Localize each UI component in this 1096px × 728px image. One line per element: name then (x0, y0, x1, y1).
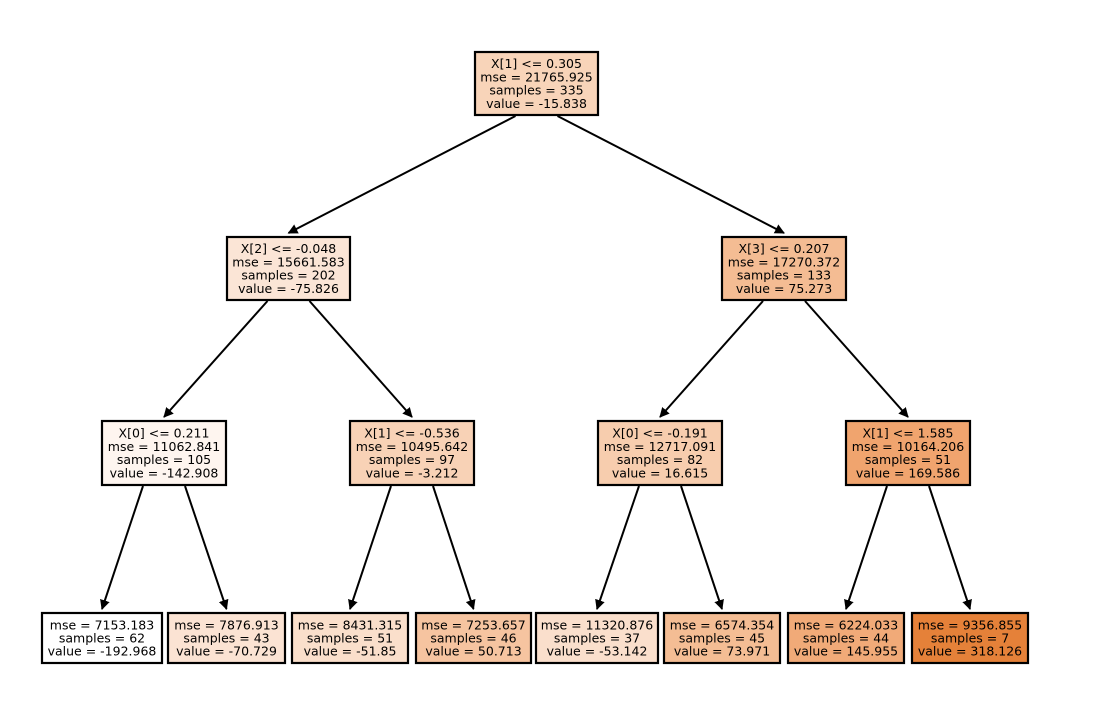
node-label-line: mse = 7253.657 (421, 617, 525, 632)
node-label-line: samples = 37 (554, 631, 640, 646)
node-label-line: value = 50.713 (425, 644, 521, 659)
node-label-line: value = -192.968 (48, 644, 157, 659)
node-label-line: value = 318.126 (918, 644, 1022, 659)
node-label-line: mse = 6574.354 (670, 617, 774, 632)
node-label-line: X[0] <= 0.211 (119, 426, 210, 441)
node-label-line: value = 16.615 (612, 465, 708, 480)
node-label-line: value = -3.212 (366, 465, 459, 480)
node-box (414, 611, 533, 665)
node-label-line: samples = 46 (430, 631, 516, 646)
node-box (166, 611, 287, 665)
node-label-line: value = 73.971 (674, 644, 770, 659)
node-box (786, 611, 906, 665)
node-label-line: X[1] <= 0.305 (491, 56, 582, 71)
node-label-line: mse = 17270.372 (728, 254, 840, 269)
node-label-line: samples = 105 (117, 452, 211, 467)
edge-n5-n6 (348, 485, 392, 610)
node-box (225, 235, 352, 302)
node-label-line: samples = 43 (183, 631, 269, 646)
node-label-line: mse = 10164.206 (852, 439, 964, 454)
edge-n1-n5 (308, 300, 413, 418)
node-box (290, 611, 410, 665)
edges-layer (100, 115, 972, 610)
node-label-line: mse = 9356.855 (918, 617, 1022, 632)
node-label-line: samples = 62 (59, 631, 145, 646)
node-label-line: mse = 21765.925 (480, 69, 592, 84)
edge-n12-n13 (844, 485, 888, 610)
node-label-line: value = -75.826 (238, 281, 339, 296)
edge-n12-n14 (928, 485, 972, 610)
node-box (844, 419, 972, 487)
node-label-line: mse = 8431.315 (298, 617, 402, 632)
node-label-line: mse = 15661.583 (232, 254, 344, 269)
node-box (662, 611, 782, 665)
edge-n8-n12 (804, 300, 909, 418)
edge-n2-n3 (100, 485, 144, 610)
node-label-line: mse = 7153.183 (50, 617, 154, 632)
node-label-line: mse = 11320.876 (541, 617, 653, 632)
node-label-line: value = -53.142 (547, 644, 648, 659)
node-label-line: samples = 335 (489, 83, 583, 98)
node-box (40, 611, 164, 665)
node-box (534, 611, 660, 665)
node-label-line: samples = 133 (737, 268, 831, 283)
node-label-line: samples = 45 (679, 631, 765, 646)
node-label-line: X[1] <= -0.536 (364, 426, 460, 441)
node-label-line: mse = 7876.913 (174, 617, 278, 632)
node-box (100, 419, 228, 487)
node-box (473, 50, 600, 117)
edge-n9-n10 (595, 485, 640, 610)
node-label-line: samples = 7 (931, 631, 1009, 646)
node-label-line: samples = 202 (241, 268, 335, 283)
node-label-line: X[0] <= -0.191 (612, 426, 707, 441)
node-label-line: samples = 51 (307, 631, 393, 646)
node-label-line: value = 75.273 (736, 281, 832, 296)
edge-n5-n7 (432, 485, 476, 610)
node-label-line: X[1] <= 1.585 (863, 426, 954, 441)
node-label-line: samples = 44 (803, 631, 889, 646)
node-label-line: value = -51.85 (304, 644, 397, 659)
node-box (910, 611, 1030, 665)
node-box (720, 235, 848, 302)
edge-n0-n8 (557, 115, 785, 234)
node-label-line: value = -15.838 (486, 96, 587, 111)
edge-n1-n2 (163, 300, 269, 418)
edge-n9-n11 (680, 485, 724, 610)
node-label-line: value = -142.908 (110, 465, 219, 480)
node-label-line: mse = 10495.642 (356, 439, 468, 454)
node-label-line: X[2] <= -0.048 (241, 241, 337, 256)
node-label-line: value = 169.586 (856, 465, 960, 480)
edge-n0-n1 (287, 115, 516, 234)
node-label-line: samples = 82 (617, 452, 703, 467)
node-label-line: mse = 12717.091 (604, 439, 716, 454)
edge-n8-n9 (659, 300, 764, 418)
node-box (348, 419, 476, 487)
edge-n2-n4 (184, 485, 229, 610)
node-label-line: mse = 11062.841 (108, 439, 220, 454)
node-label-line: samples = 97 (369, 452, 455, 467)
node-label-line: value = -70.729 (176, 644, 277, 659)
node-label-line: mse = 6224.033 (794, 617, 898, 632)
node-label-line: value = 145.955 (794, 644, 898, 659)
node-label-line: samples = 51 (865, 452, 951, 467)
node-label-line: X[3] <= 0.207 (739, 241, 830, 256)
node-box (596, 419, 724, 487)
